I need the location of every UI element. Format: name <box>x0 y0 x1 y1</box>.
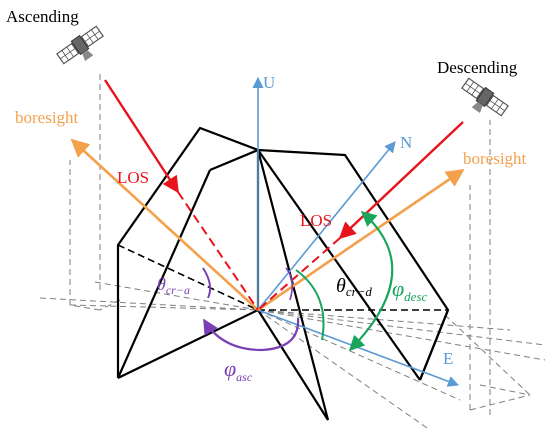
ascending-label: Ascending <box>6 7 79 26</box>
axis-e-label: E <box>443 349 453 368</box>
axis-n <box>257 141 396 311</box>
phi-desc-label: φdesc <box>392 276 428 304</box>
axis-n-label: N <box>400 133 412 152</box>
ascending-satellite-icon <box>56 25 104 65</box>
boresight-dashes <box>157 218 361 311</box>
los-dash-right <box>257 237 341 311</box>
theta-desc-label: θcr−d <box>336 275 372 299</box>
pyramid-structure <box>116 126 450 421</box>
descending-satellite-icon <box>461 77 509 117</box>
axis-u-label: U <box>263 73 275 92</box>
los-label-left: LOS <box>117 168 149 187</box>
phi-asc-label: φasc <box>224 356 253 384</box>
theta-desc-arc <box>295 269 325 341</box>
theta-desc-tick <box>285 267 294 301</box>
phi-desc-arc <box>348 210 394 352</box>
ground-guides <box>39 70 546 431</box>
descending-label: Descending <box>437 58 518 77</box>
boresight-label-left: boresight <box>15 108 79 127</box>
phi-asc-arc <box>203 317 300 352</box>
boresight-label-right: boresight <box>463 149 527 168</box>
theta-asc-arc <box>202 267 212 299</box>
los-arrow-left <box>103 79 180 194</box>
theta-asc-label: θcr−a <box>157 274 190 297</box>
axis-e <box>257 309 460 387</box>
los-dash-left <box>177 191 259 311</box>
los-label-right: LOS <box>300 211 332 230</box>
